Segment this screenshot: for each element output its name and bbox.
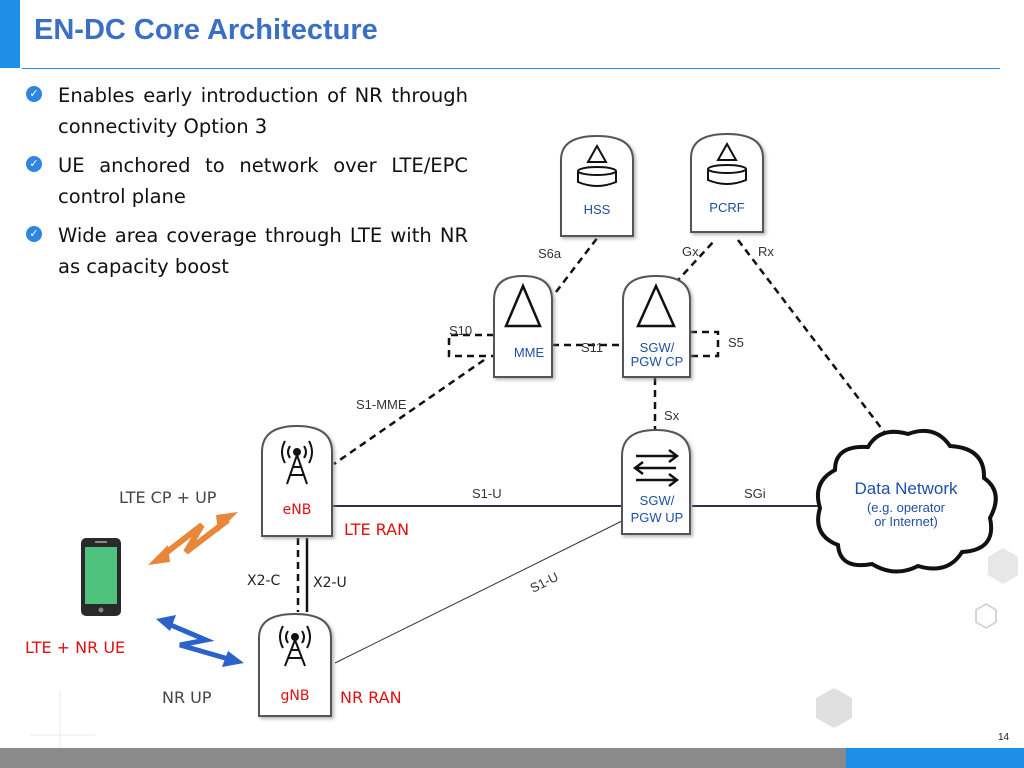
antenna-icon [281, 440, 313, 485]
s1-u-gnb-link [334, 520, 623, 664]
triangle-icon [586, 143, 608, 163]
page-number: 14 [998, 732, 1010, 743]
lte-cp-up-label: LTE CP + UP [119, 488, 217, 507]
title-divider [22, 68, 1000, 69]
check-icon: ✓ [26, 156, 42, 172]
check-icon: ✓ [26, 86, 42, 102]
mme-node: MME [493, 274, 553, 378]
enb-label: eNB [283, 502, 312, 518]
triangle-icon [504, 282, 542, 328]
s6a-link [555, 236, 599, 293]
s1-u-label-top: S1-U [472, 486, 502, 501]
sgw-pgw-cp-label-1: SGW/ [640, 340, 675, 355]
antenna-icon [279, 625, 311, 667]
mme-label: MME [514, 345, 545, 360]
bullet-item: ✓ Enables early introduction of NR throu… [26, 80, 468, 142]
x2-u-label: X2-U [313, 575, 347, 591]
s5-loop [690, 330, 720, 358]
ue-label: LTE + NR UE [25, 638, 125, 657]
bullet-item: ✓ UE anchored to network over LTE/EPC co… [26, 150, 468, 212]
cloud-icon [815, 429, 998, 574]
gnb-node: gNB [258, 612, 332, 717]
x2-c-label: X2-C [247, 573, 281, 589]
phone-icon [81, 538, 121, 616]
database-icon [577, 166, 617, 187]
hss-node: HSS [560, 134, 634, 237]
enb-node: eNB [261, 424, 333, 537]
check-icon: ✓ [26, 226, 42, 242]
database-icon [707, 164, 747, 185]
sgw-pgw-up-node: SGW/ PGW UP [621, 428, 691, 535]
rx-link [737, 239, 889, 438]
data-network-label: Data Network [855, 479, 958, 498]
bullet-item: ✓ Wide area coverage through LTE with NR… [26, 220, 468, 282]
rx-label: Rx [758, 244, 774, 259]
nr-up-label: NR UP [162, 688, 212, 707]
zigzag-icon [148, 512, 238, 565]
s1-mme-label: S1-MME [356, 397, 407, 412]
lte-ran-label: LTE RAN [344, 520, 409, 539]
sx-label: Sx [664, 408, 680, 423]
data-network-sub-1: (e.g. operator [867, 500, 946, 515]
bullet-list: ✓ Enables early introduction of NR throu… [26, 80, 468, 290]
footer-accent-bar [846, 748, 1024, 768]
pcrf-node: PCRF [690, 132, 764, 233]
triangle-icon [636, 282, 676, 328]
gx-label: Gx [682, 244, 699, 259]
sgw-pgw-up-label-2: PGW UP [631, 510, 684, 525]
footer-bar [0, 748, 846, 768]
sgw-pgw-cp-label-2: PGW CP [631, 354, 684, 369]
triangle-icon [716, 141, 738, 161]
sgi-label: SGi [744, 486, 766, 501]
arrows-icon [632, 449, 680, 487]
sgw-pgw-up-label-1: SGW/ [640, 493, 675, 508]
s5-label: S5 [728, 335, 744, 350]
data-network-sub-2: or Internet) [874, 514, 938, 529]
gnb-label: gNB [281, 688, 310, 704]
s6a-label: S6a [538, 246, 562, 261]
data-network-node: Data Network (e.g. operator or Internet) [815, 429, 998, 574]
s10-loop [447, 333, 494, 358]
decorative-hexagons [30, 548, 1018, 760]
sgw-pgw-cp-node: SGW/ PGW CP [622, 274, 691, 378]
nr-ran-label: NR RAN [340, 688, 402, 707]
hss-label: HSS [584, 202, 611, 217]
s1-mme-link [333, 358, 485, 466]
bullet-text: UE anchored to network over LTE/EPC cont… [58, 154, 468, 208]
title-accent-bar [0, 0, 20, 68]
slide-title: EN-DC Core Architecture [34, 14, 378, 46]
s11-label: S11 [581, 340, 603, 355]
zigzag-icon [156, 615, 244, 667]
s10-label: S10 [449, 323, 472, 338]
pcrf-label: PCRF [709, 200, 744, 215]
control-plane-links [296, 236, 889, 612]
s1-u-label-bottom: S1-U [528, 569, 561, 596]
bullet-text: Wide area coverage through LTE with NR a… [58, 224, 468, 278]
bullet-text: Enables early introduction of NR through… [58, 84, 468, 138]
